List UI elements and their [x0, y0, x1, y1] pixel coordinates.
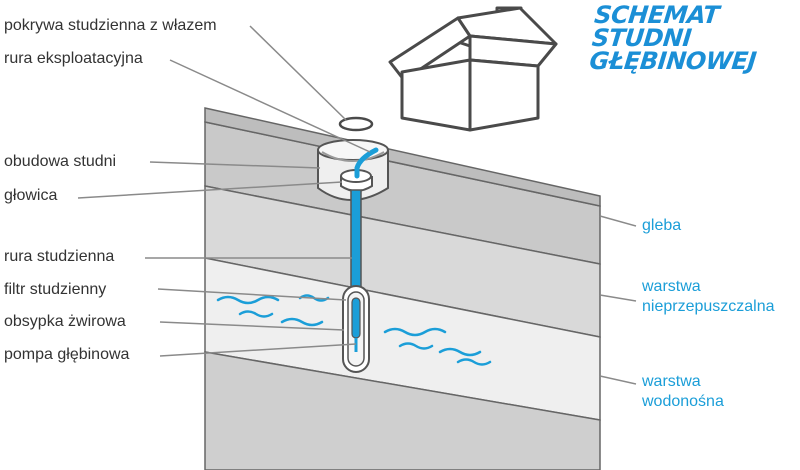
- label-pokrywa: pokrywa studzienna z włazem: [4, 17, 217, 34]
- layer-bottom: [204, 351, 601, 470]
- label-rura-studzienna: rura studzienna: [4, 248, 115, 265]
- title-line-3: GŁĘBINOWEJ: [588, 47, 758, 75]
- production-pipe: [354, 147, 379, 179]
- label-wodonosna: wodonośna: [642, 393, 724, 410]
- label-rura-eksploatacyjna: rura eksploatacyjna: [4, 50, 143, 67]
- label-warstwa-wodonosna: warstwa wodonośna: [642, 372, 724, 412]
- groundwater-waves: [216, 294, 492, 366]
- diagram-title: SCHEMAT STUDNI GŁĘBINOWEJ: [588, 1, 795, 75]
- well-cover: [338, 116, 374, 132]
- label-filtr-studzienny: filtr studzienny: [4, 281, 107, 298]
- leader-lines: [77, 25, 637, 385]
- label-pompa-glebinowa: pompa głębinowa: [4, 346, 130, 363]
- label-warstwa-1: warstwa: [642, 278, 701, 295]
- label-warstwa-nieprzepuszczalna: warstwa nieprzepuszczalna: [642, 277, 775, 317]
- ground-surface: [204, 107, 601, 207]
- label-glowica: głowica: [4, 187, 58, 204]
- house: [388, 6, 558, 132]
- well-pipe: [350, 189, 362, 291]
- label-nieprzepuszczalna: nieprzepuszczalna: [642, 298, 775, 315]
- label-obudowa-studni: obudowa studni: [4, 153, 117, 170]
- label-obsypka-zwirowa: obsypka żwirowa: [4, 313, 126, 330]
- label-gleba: gleba: [642, 217, 682, 234]
- deep-well-pump: [351, 297, 361, 339]
- label-warstwa-2: warstwa: [642, 373, 701, 390]
